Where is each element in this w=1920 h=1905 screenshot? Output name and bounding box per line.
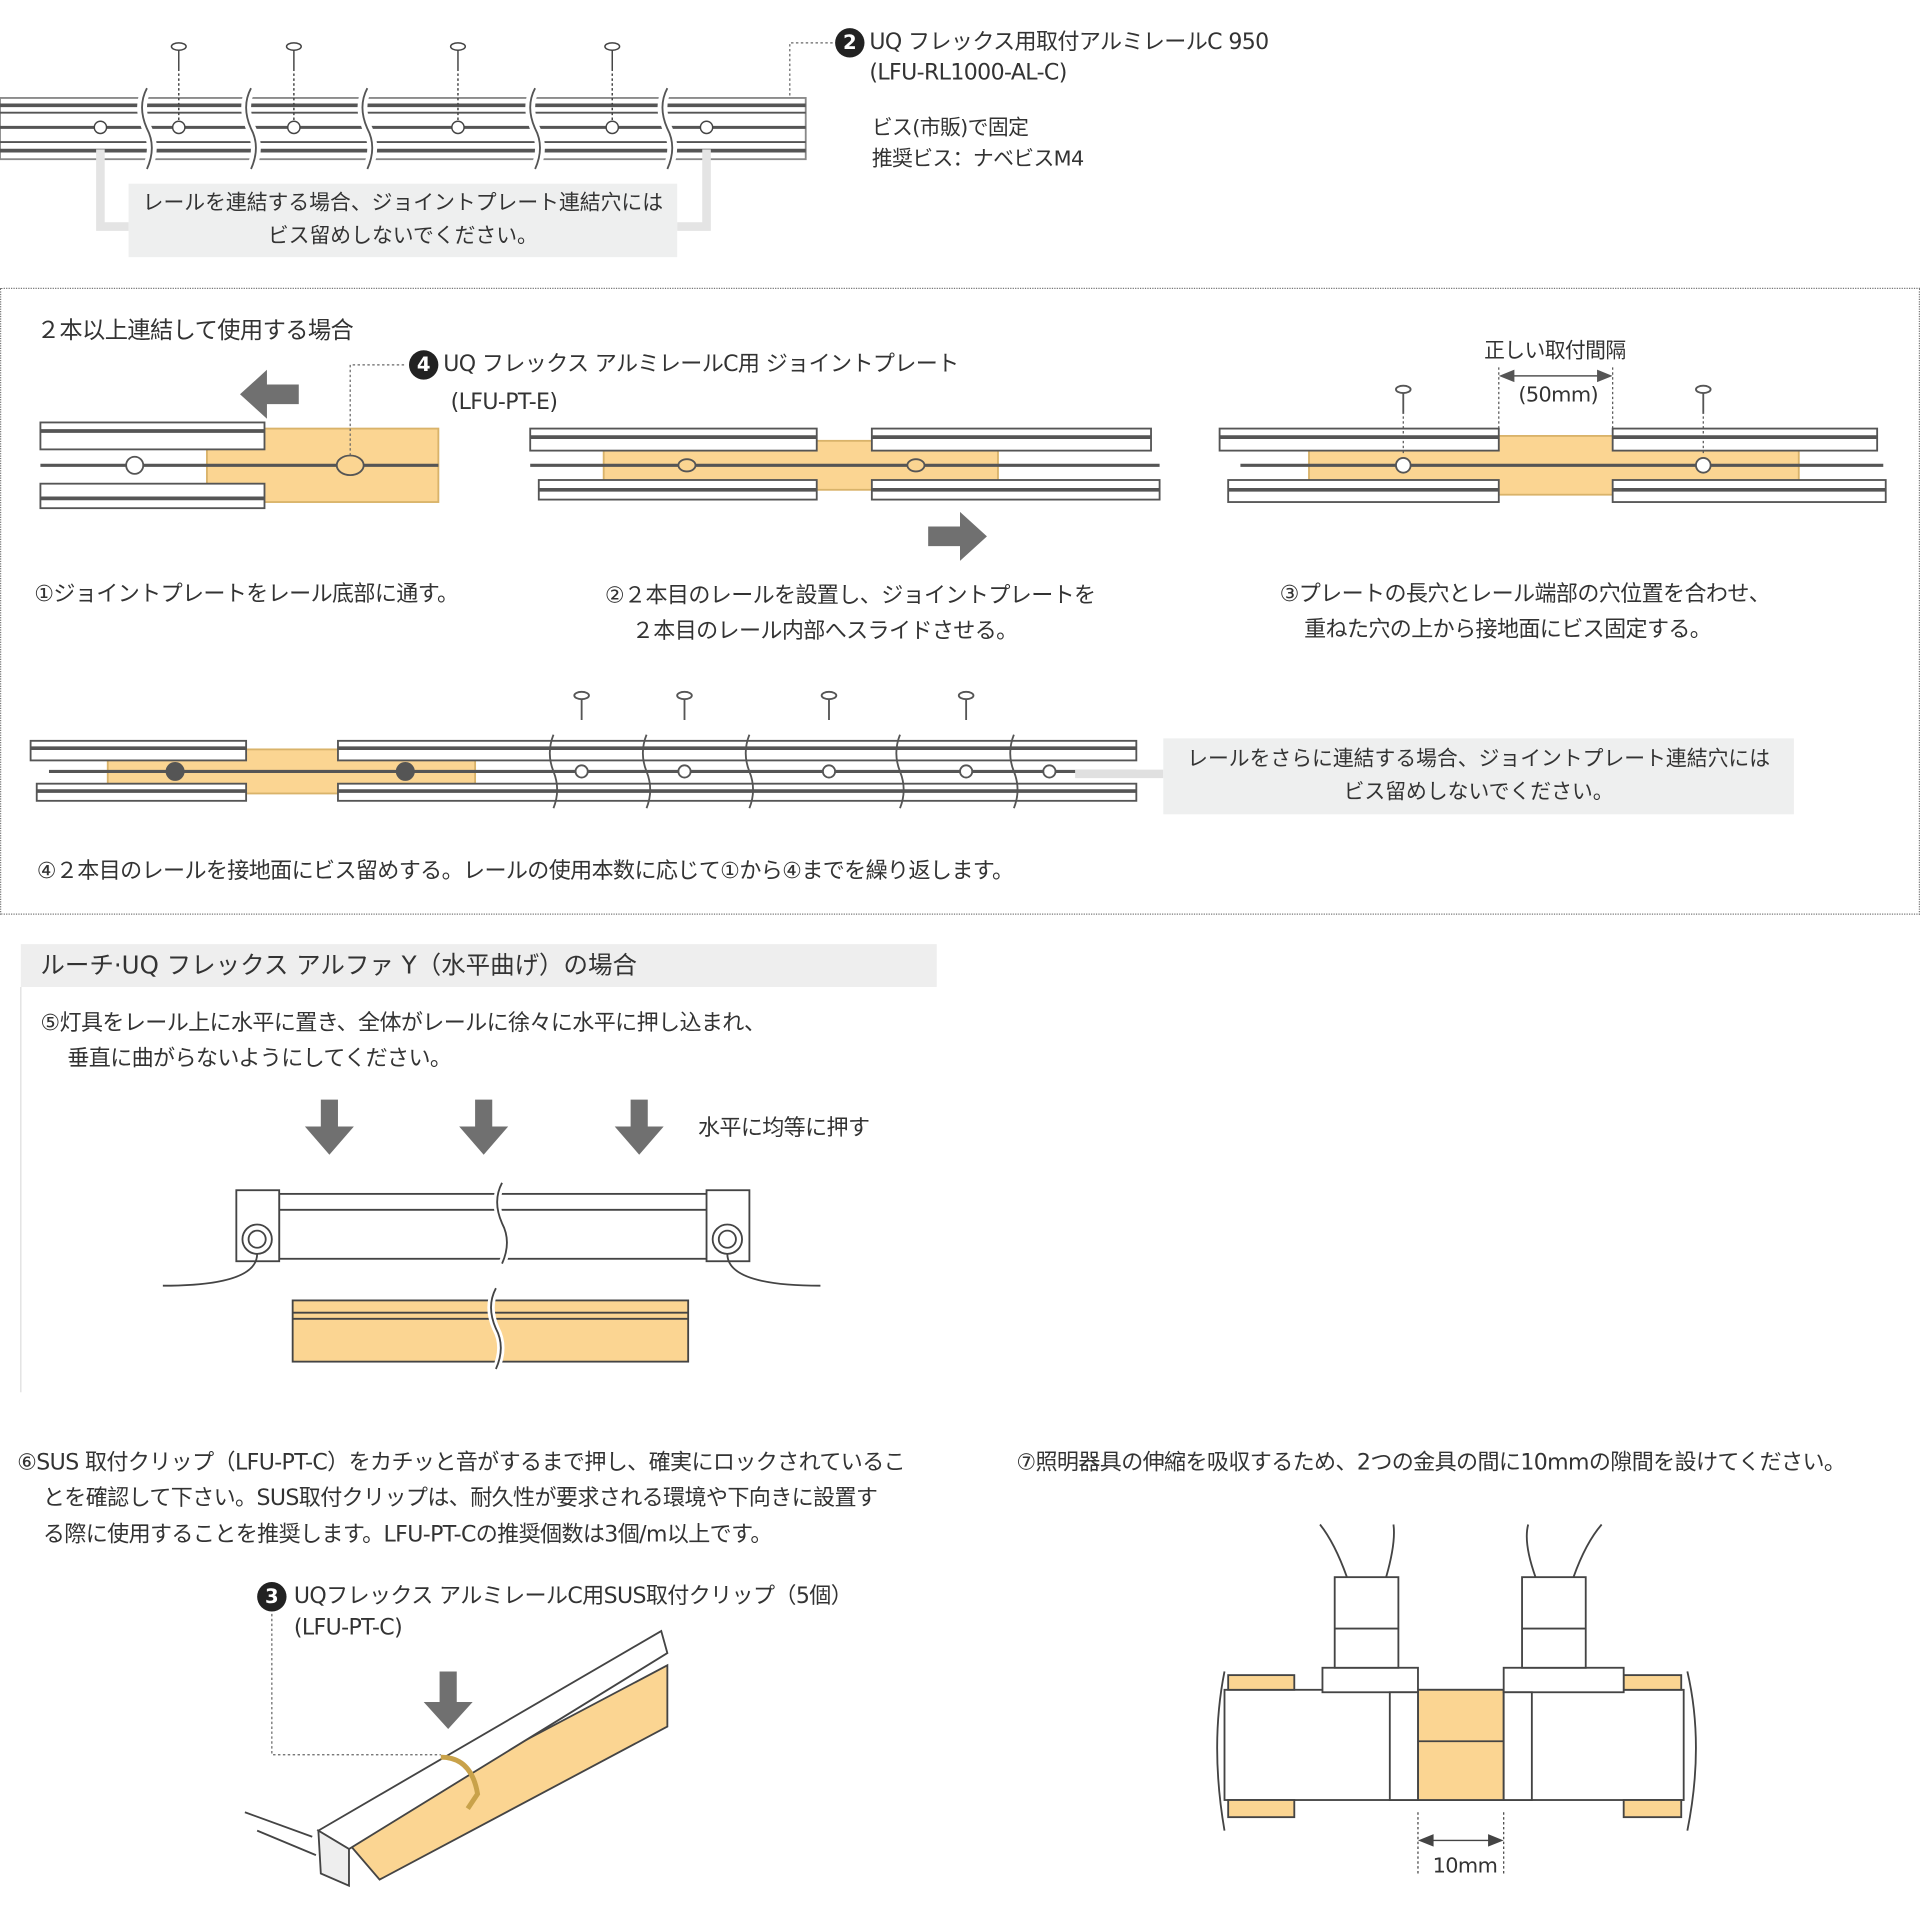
joint-hole bbox=[93, 120, 108, 135]
section-title: ２本以上連結して使用する場合 bbox=[36, 317, 354, 345]
push-down-arrow-icons bbox=[304, 1099, 664, 1155]
fix-note: ビス(市販)で固定 bbox=[871, 116, 1029, 141]
step2-caption: ②２本目のレールを設置し、ジョイントプレートを bbox=[604, 582, 1096, 609]
step3-caption-line2: 重ねた穴の上から接地面にビス固定する。 bbox=[1304, 617, 1712, 643]
joint-warning-note: レールをさらに連結する場合、ジョイントプレート連結穴には ビス留めしないでくださ… bbox=[1163, 738, 1794, 815]
fixture-diagram bbox=[162, 1181, 821, 1371]
screw-icon bbox=[1695, 384, 1712, 456]
rail-body bbox=[0, 97, 807, 161]
step5-caption: ⑤灯具をレール上に水平に置き、全体がレールに徐々に水平に押し込まれ、 bbox=[40, 1010, 766, 1036]
warning-line: ビス留めしないでください。 bbox=[267, 224, 538, 249]
arrow-right-icon bbox=[928, 511, 987, 561]
part-number-badge: 2 bbox=[835, 28, 865, 58]
part-name: UQフレックス アルミレールC用SUS取付クリップ（5個） bbox=[293, 1583, 853, 1609]
part-code: (LFU-RL1000-AL-C) bbox=[869, 60, 1067, 86]
spacing-value: (50mm) bbox=[1518, 383, 1599, 408]
arrow-down-icon bbox=[423, 1671, 473, 1729]
push-label: 水平に均等に押す bbox=[697, 1115, 870, 1142]
part-code: (LFU-PT-E) bbox=[450, 389, 558, 416]
step3-caption: ③プレートの長穴とレール端部の穴位置を合わせ、 bbox=[1279, 581, 1771, 608]
multi-rail-section bbox=[0, 287, 1920, 915]
step2-diagram bbox=[529, 427, 1161, 501]
step5-caption-line2: 垂直に曲がらないようにしてください。 bbox=[67, 1045, 452, 1072]
clip-rail-diagram bbox=[244, 1629, 669, 1888]
part-number-badge: 4 bbox=[408, 350, 439, 380]
section-header: ルーチ·UQ フレックス アルファ Y（水平曲げ）の場合 bbox=[20, 944, 937, 987]
part-name: UQ フレックス用取付アルミレールC 950 bbox=[869, 29, 1269, 56]
leader-line bbox=[789, 42, 833, 96]
part-name: UQ フレックス アルミレールC用 ジョイントプレート bbox=[443, 351, 959, 378]
gap-value: 10mm bbox=[1432, 1853, 1498, 1879]
screw-icon bbox=[573, 690, 590, 721]
joint-hole bbox=[699, 120, 714, 135]
step6-caption: ⑥SUS 取付クリップ（LFU-PT-C）をカチッと音がするまで押し、確実にロッ… bbox=[17, 1449, 906, 1476]
step2-caption-line2: ２本目のレール内部へスライドさせる。 bbox=[631, 618, 1018, 645]
step4-diagram bbox=[29, 690, 1164, 809]
warning-line: レールをさらに連結する場合、ジョイントプレート連結穴には bbox=[1187, 746, 1771, 772]
warning-line: レールを連結する場合、ジョイントプレート連結穴には bbox=[142, 191, 664, 216]
screw-icon bbox=[957, 690, 975, 721]
screw-icon bbox=[676, 690, 693, 721]
step6-caption-line3: る際に使用することを推奨します。LFU-PT-Cの推奨個数は3個/m以上です。 bbox=[42, 1522, 773, 1548]
step7-caption: ⑦照明器具の伸縮を吸収するため、2つの金具の間に10mmの隙間を設けてください。 bbox=[1016, 1449, 1846, 1476]
part-code: (LFU-PT-C) bbox=[293, 1615, 403, 1641]
step6-caption-line2: とを確認して下さい。SUS取付クリップは、耐久性が要求される環境や下向きに設置す bbox=[42, 1485, 878, 1512]
spacing-label: 正しい取付間隔 bbox=[1484, 339, 1626, 364]
screw-icon bbox=[820, 690, 838, 721]
warning-arrows bbox=[96, 149, 711, 231]
rail-break-marks bbox=[137, 85, 678, 171]
screw-icons bbox=[93, 42, 714, 135]
screw-icon bbox=[604, 42, 621, 135]
screw-icon bbox=[449, 42, 467, 135]
screw-note: 推奨ビス：ナベビスM4 bbox=[871, 146, 1084, 172]
screw-icon bbox=[170, 42, 187, 135]
step3-diagram bbox=[1218, 367, 1887, 503]
arrow-left-icon bbox=[240, 369, 299, 419]
step1-diagram bbox=[39, 364, 440, 510]
part-number-badge: 3 bbox=[257, 1582, 287, 1612]
gap-diagram bbox=[1216, 1523, 1697, 1874]
joint-warning-note: レールを連結する場合、ジョイントプレート連結穴には ビス留めしないでください。 bbox=[128, 183, 678, 258]
warning-line: ビス留めしないでください。 bbox=[1343, 780, 1614, 805]
step1-caption: ①ジョイントプレートをレール底部に通す。 bbox=[34, 581, 459, 608]
screw-icon bbox=[285, 42, 302, 135]
screw-icon bbox=[1395, 384, 1412, 456]
step4-caption: ④２本目のレールを接地面にビス留めする。レールの使用本数に応じて①から④までを繰… bbox=[36, 858, 1014, 885]
